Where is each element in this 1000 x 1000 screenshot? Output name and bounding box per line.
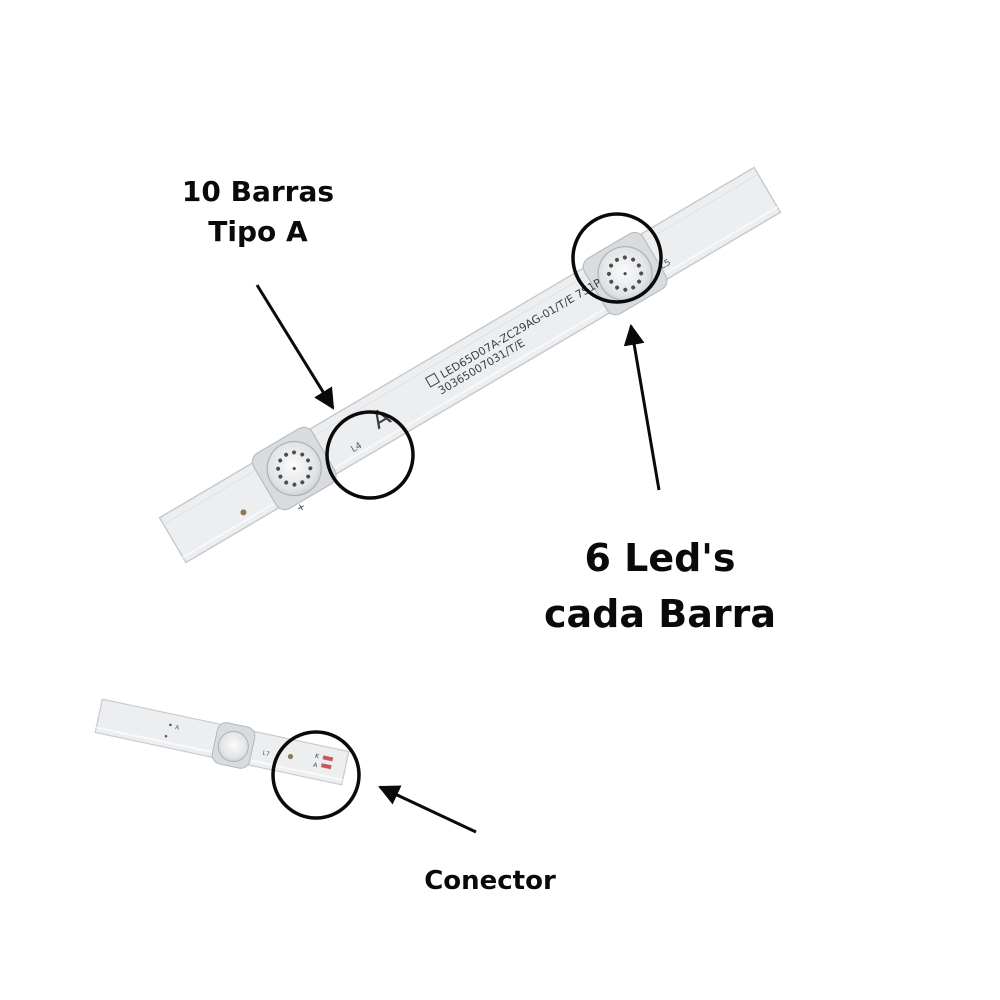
led-lens-left xyxy=(251,426,337,511)
callout-connector: Conector xyxy=(424,866,556,896)
connector-pin-a: A xyxy=(312,762,318,770)
callout-leds-per-bar: 6 Led's cada Barra xyxy=(500,530,820,642)
strip-mount-dot xyxy=(240,509,247,516)
led-lens-lower xyxy=(211,722,256,769)
arrow-to-connector xyxy=(378,785,477,834)
highlight-circle-type xyxy=(325,410,415,500)
callout-led-count: 6 Led's xyxy=(584,536,736,580)
callout-each-bar: cada Barra xyxy=(544,592,776,636)
strip-plus-mark: + xyxy=(295,501,308,515)
arrow-to-led xyxy=(623,323,661,491)
arrow-to-type xyxy=(255,284,335,410)
callout-bar-count: 10 Barras xyxy=(181,175,335,208)
led-strip-lower: A L7 K A xyxy=(94,698,350,786)
callout-bar-type: 10 Barras Tipo A xyxy=(160,172,356,252)
strip-checkbox-mark xyxy=(424,372,441,388)
strip-lower-dot xyxy=(287,753,294,760)
connector-pin-k: K xyxy=(314,753,320,761)
led-strip-upper: L4 A LED65D07A-ZC29AG-01/T/E 7S1P 303650… xyxy=(158,166,782,564)
strip-lower-mark-a: A xyxy=(174,724,180,732)
callout-bar-type-letter: Tipo A xyxy=(208,215,308,248)
highlight-circle-connector xyxy=(271,730,361,820)
strip-lower-led-label: L7 xyxy=(262,750,271,758)
strip-connector: K A xyxy=(312,753,334,770)
strip-led-label-left: L4 xyxy=(350,441,365,455)
highlight-circle-led xyxy=(571,212,663,304)
